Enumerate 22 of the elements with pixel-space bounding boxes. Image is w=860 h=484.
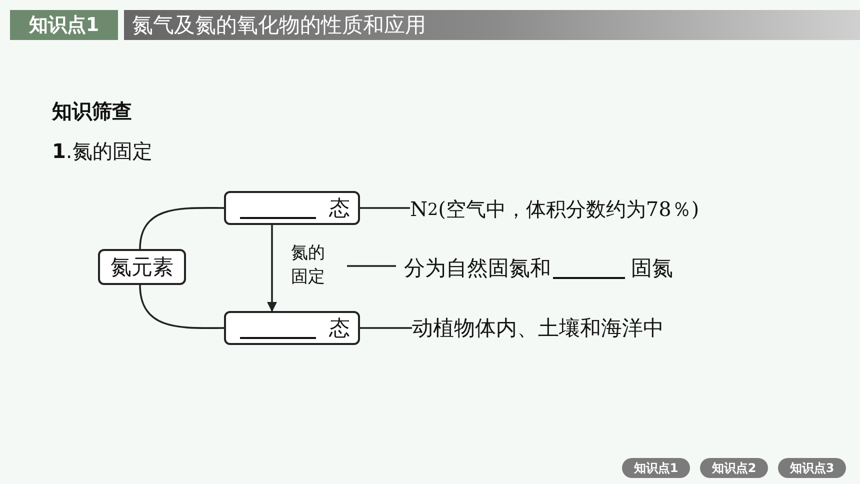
process-label: 氮的固定 (291, 240, 341, 292)
connector-line (139, 284, 224, 329)
text: 态 (329, 315, 350, 342)
text: 分为自然固氮和 (404, 255, 551, 282)
connector-line (360, 207, 410, 209)
concept-box: 氮元素 (98, 249, 186, 285)
arrow (267, 225, 277, 312)
subheading: 1.氮的固定 (52, 138, 152, 165)
section-heading: 知识筛查 (52, 98, 132, 125)
state-box (224, 191, 360, 225)
title-bar: 氮气及氮的氧化物的性质和应用 (124, 10, 860, 40)
section-tab: 知识点1 (10, 10, 118, 40)
connector-line (347, 265, 396, 267)
nav-tab: 知识点1 (622, 458, 690, 478)
text: 固氮 (631, 255, 673, 282)
nav-tab: 知识点3 (778, 458, 846, 478)
connector-line (360, 327, 412, 329)
connector-line (139, 207, 224, 250)
text: 态 (329, 195, 350, 222)
state-box (224, 311, 360, 345)
description-text: 动植物体内、土壤和海洋中 (412, 312, 742, 344)
nav-tab: 知识点2 (700, 458, 768, 478)
